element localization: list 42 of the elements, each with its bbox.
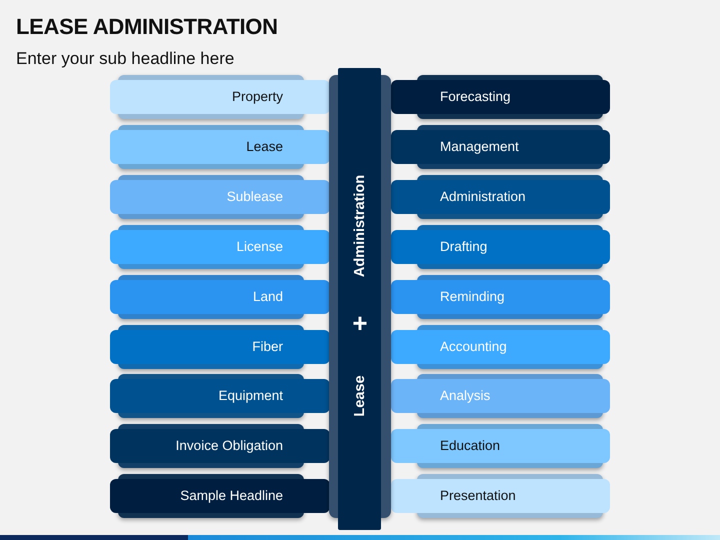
label-bar xyxy=(391,224,610,269)
label-bar xyxy=(110,324,330,368)
label-bar xyxy=(110,75,330,119)
bar-label: Reminding xyxy=(440,288,505,304)
column-label: Administration xyxy=(352,174,368,278)
bar-label: Sublease xyxy=(226,188,283,204)
label-bar xyxy=(391,174,610,219)
label-bar xyxy=(110,374,330,418)
bar-label: License xyxy=(236,238,283,254)
label-bar xyxy=(110,124,330,169)
bar-label: Fiber xyxy=(252,338,283,354)
bar-label: Lease xyxy=(246,138,283,154)
bar-label: Presentation xyxy=(440,488,516,504)
label-bar xyxy=(391,75,610,119)
label-bar xyxy=(110,274,330,319)
title: LEASE ADMINISTRATION xyxy=(16,15,278,40)
column-label: Lease xyxy=(352,375,368,417)
label-bar xyxy=(110,474,330,518)
bar-label: Drafting xyxy=(440,238,488,254)
bar-label: Analysis xyxy=(440,388,490,404)
bar-label: Management xyxy=(440,138,519,154)
label-bar xyxy=(110,424,330,468)
bar-label: Property xyxy=(232,89,283,105)
label-bar xyxy=(391,274,610,319)
label-bar xyxy=(391,424,610,468)
label-bar xyxy=(110,174,330,219)
bar-label: Land xyxy=(252,288,283,304)
bar-label: Invoice Obligation xyxy=(176,438,283,454)
center-column xyxy=(329,68,391,530)
label-bar xyxy=(110,224,330,269)
bar-label: Administration xyxy=(440,188,526,204)
bar-label: Accounting xyxy=(440,338,507,354)
bar-label: Forecasting xyxy=(440,89,511,105)
label-bar xyxy=(391,324,610,368)
subheadline: Enter your sub headline here xyxy=(16,49,234,69)
bar-label: Sample Headline xyxy=(180,488,283,504)
label-bar xyxy=(391,474,610,518)
label-bar xyxy=(391,374,610,418)
plus-sign: + xyxy=(352,310,368,336)
bar-label: Education xyxy=(440,438,500,454)
bar-label: Equipment xyxy=(218,388,283,404)
label-bar xyxy=(391,124,610,169)
